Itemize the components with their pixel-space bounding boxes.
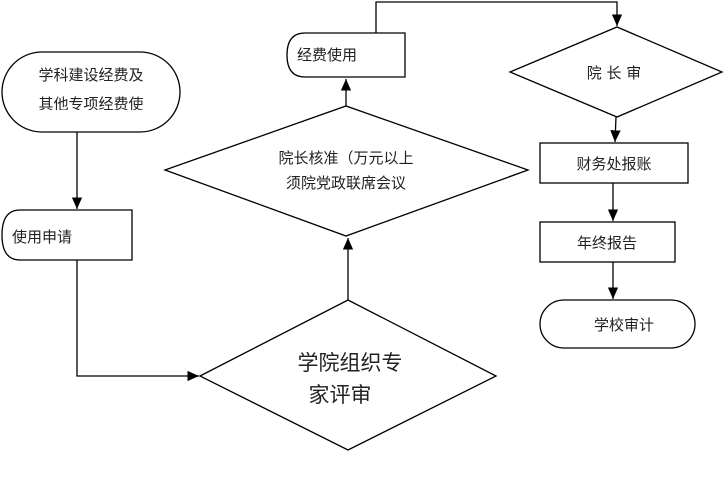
node-finance-label: 财务处报账 xyxy=(576,155,651,173)
node-annual-report-label: 年终报告 xyxy=(577,234,637,252)
node-dean-review-label: 院 长 审 xyxy=(587,64,642,82)
node-annual-report: 年终报告 xyxy=(539,221,676,263)
node-audit: 学校审计 xyxy=(539,299,696,349)
arrow-dean-to-finance xyxy=(610,116,621,143)
node-apply: 使用申请 xyxy=(1,209,133,261)
node-dean-review: 院 长 审 xyxy=(508,26,724,118)
node-start: 学科建设经费及 其他专项经费使 xyxy=(1,51,181,133)
arrow-use-to-dean xyxy=(375,1,623,33)
node-start-line2: 其他专项经费使 xyxy=(38,95,143,113)
node-dean-approve-line1: 院长核准（万元以上 xyxy=(278,149,413,167)
node-use-funds-label: 经费使用 xyxy=(297,46,357,64)
node-finance: 财务处报账 xyxy=(539,142,689,184)
node-dean-approve-line2: 须院党政联席会议 xyxy=(286,174,406,192)
node-dean-approve: 院长核准（万元以上 须院党政联席会议 xyxy=(163,105,530,237)
node-apply-label: 使用申请 xyxy=(12,228,72,246)
node-expert-review-line1: 学院组织专 xyxy=(298,351,403,375)
node-expert-review-line2: 家评审 xyxy=(309,383,372,407)
node-start-line1: 学科建设经费及 xyxy=(38,66,143,84)
arrow-apply-to-review xyxy=(76,260,199,382)
node-audit-label: 学校审计 xyxy=(594,316,654,334)
node-expert-review: 学院组织专 家评审 xyxy=(198,299,498,451)
node-use-funds: 经费使用 xyxy=(286,32,406,78)
